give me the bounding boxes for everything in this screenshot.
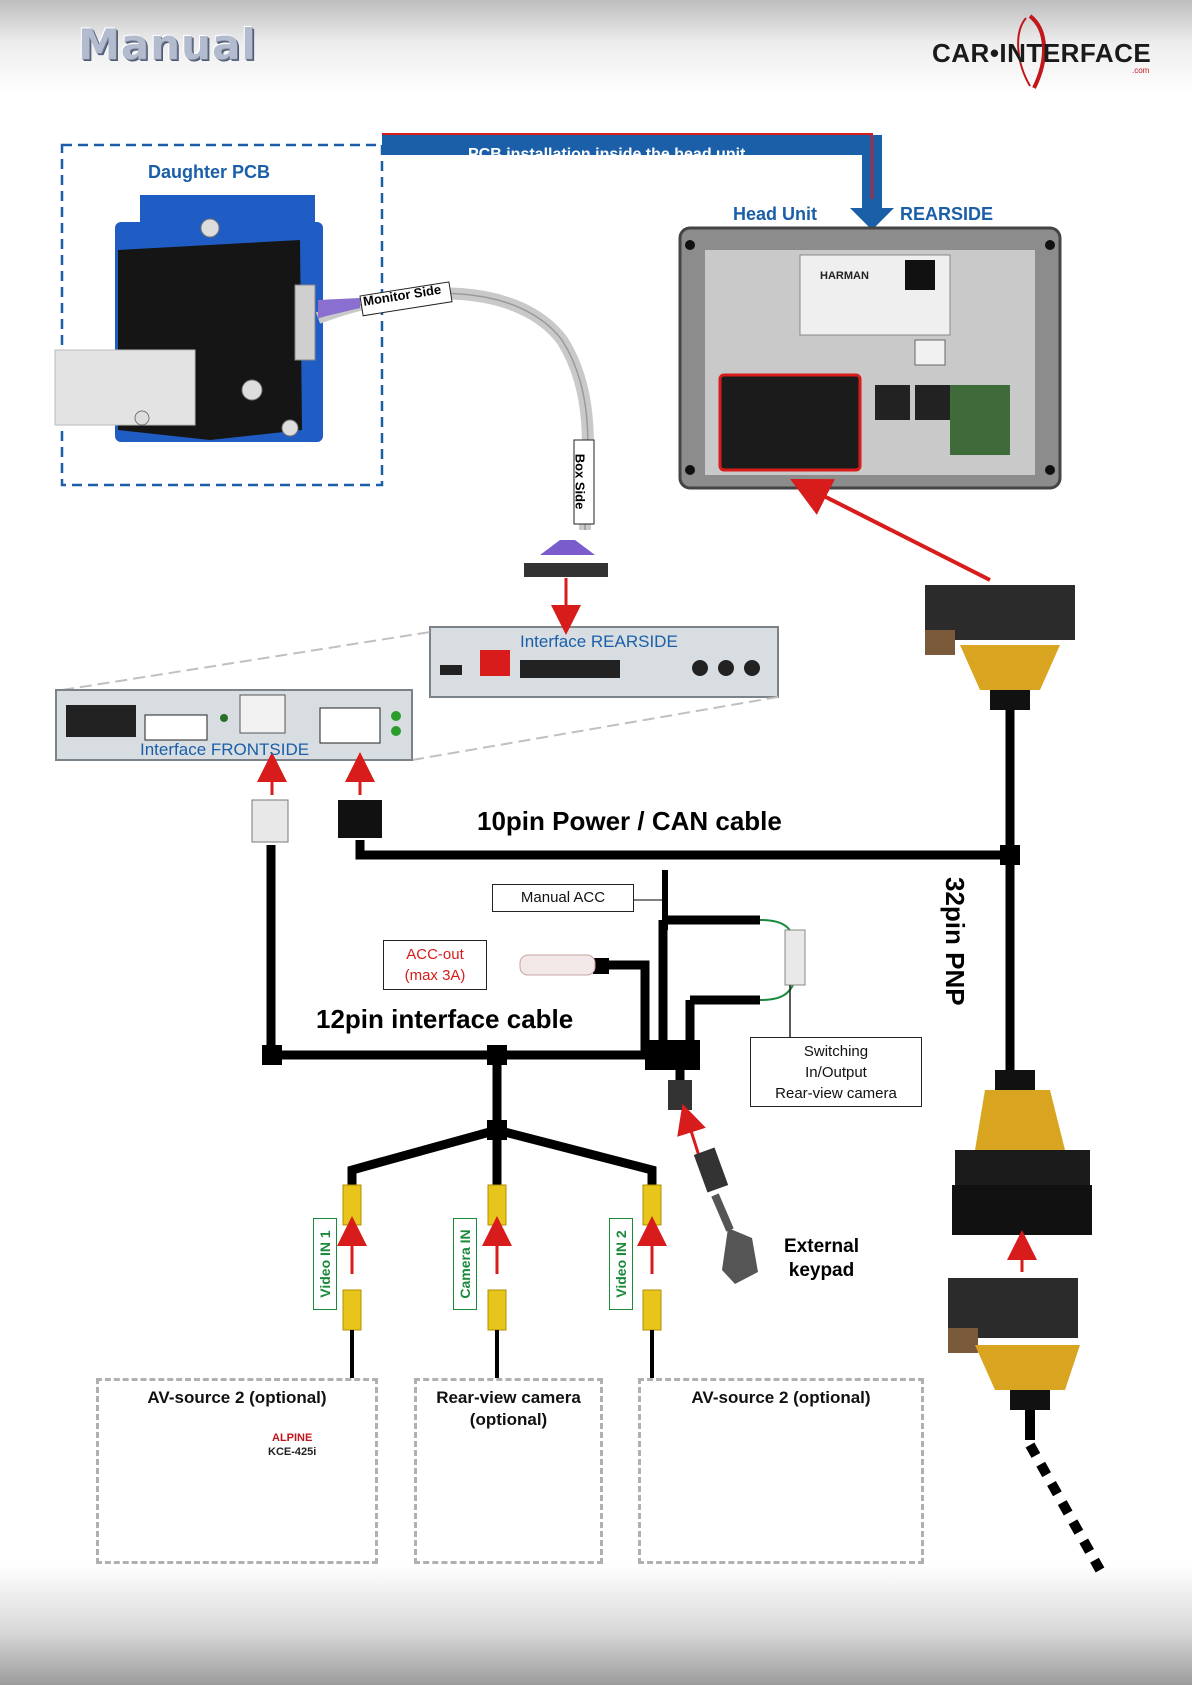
harman-label: HARMAN [820, 270, 869, 282]
av-source-2-title: AV-source 2 (optional) [691, 1388, 871, 1407]
acc-out-box: ACC-out (max 3A) [383, 940, 487, 990]
head-unit-image [678, 226, 1062, 490]
manual-acc-label: Manual ACC [520, 889, 606, 906]
switching-box: Switching In/Output Rear-view camera [750, 1037, 922, 1107]
manual-acc-box: Manual ACC [492, 884, 634, 912]
head-unit-connector-highlight [718, 373, 862, 472]
pnp-lower-connector [952, 1070, 1092, 1235]
pnp-32pin-label: 32pin PNP [940, 877, 970, 1006]
box-side-label: Box Side [572, 453, 588, 510]
rear-view-camera-box: Rear-view camera (optional) [414, 1378, 603, 1564]
12pin-connector [251, 799, 289, 843]
vehicle-cable-continuation [1025, 1442, 1105, 1573]
logo-suffix: .com [1132, 66, 1150, 75]
external-keypad-image [722, 1228, 758, 1284]
kce-model-label: KCE-425i [268, 1446, 317, 1458]
rear-view-camera-switch-label: Rear-view camera [775, 1085, 897, 1102]
av-source-1-box: AV-source 2 (optional) [96, 1378, 378, 1564]
acc-out-max-label: (max 3A) [404, 967, 466, 984]
logo-text: CAR•INTERFACE [932, 38, 1152, 68]
head-unit-label: Head Unit [733, 204, 818, 224]
cable-network [266, 700, 1015, 1185]
rca-plug-video-in-1 [337, 1184, 367, 1378]
car-interface-logo: CAR•INTERFACE .com [930, 10, 1160, 95]
monitor-side-tag [359, 281, 453, 317]
external-keypad-label: External keypad [784, 1235, 859, 1283]
rear-view-camera-title-line1: Rear-view camera [436, 1388, 581, 1407]
daughter-pcb-label: Daughter PCB [148, 162, 271, 182]
rca-plug-camera-in [482, 1184, 512, 1378]
10pin-connector [338, 800, 382, 838]
interface-cable-12pin-label: 12pin interface cable [316, 1004, 574, 1034]
vehicle-connector [948, 1278, 1080, 1410]
daughter-pcb-image [54, 195, 323, 442]
switching-fuse [784, 929, 806, 986]
video-in-2-label: Video IN 2 [609, 1218, 633, 1310]
interface-frontside-label: Interface FRONTSIDE [140, 740, 310, 759]
interface-frontside-device [55, 689, 413, 761]
interface-rearside-device [429, 626, 779, 698]
rearside-label: REARSIDE [900, 204, 994, 224]
switching-label: Switching [803, 1043, 869, 1060]
rear-view-camera-title: Rear-view camera (optional) [417, 1387, 600, 1431]
rca-plug-video-in-2 [637, 1184, 667, 1378]
footer-band [0, 1565, 1192, 1685]
installation-arrow-head [850, 208, 894, 230]
pcb-installation-label: PCB installation inside the head unit [468, 146, 746, 163]
header-band [0, 0, 1192, 95]
camera-in-label: Camera IN [453, 1218, 477, 1310]
external-label: External [784, 1236, 859, 1257]
red-arrow-head-unit [790, 478, 991, 582]
page-title: Manual [78, 20, 257, 69]
acc-out-label: ACC-out [406, 946, 464, 963]
alpine-label: ALPINE [272, 1432, 313, 1444]
keypad-label: keypad [788, 1260, 855, 1281]
video-in-1-label: Video IN 1 [313, 1218, 337, 1310]
ribbon-cable [315, 287, 594, 531]
av-source-2-box: AV-source 2 (optional) [638, 1378, 924, 1564]
in-output-label: In/Output [805, 1064, 867, 1081]
daughter-pcb-frame [60, 143, 384, 487]
av-source-1-title: AV-source 2 (optional) [147, 1388, 327, 1407]
pnp-upper-connector [925, 585, 1075, 710]
logo-swoosh-icon [1017, 14, 1046, 89]
rear-view-camera-title-line2: (optional) [469, 1410, 548, 1429]
box-side-tag [573, 439, 595, 525]
power-can-cable-label: 10pin Power / CAN cable [477, 806, 782, 836]
interface-rearside-label: Interface REARSIDE [520, 632, 678, 651]
acc-out-fuse [519, 954, 596, 976]
